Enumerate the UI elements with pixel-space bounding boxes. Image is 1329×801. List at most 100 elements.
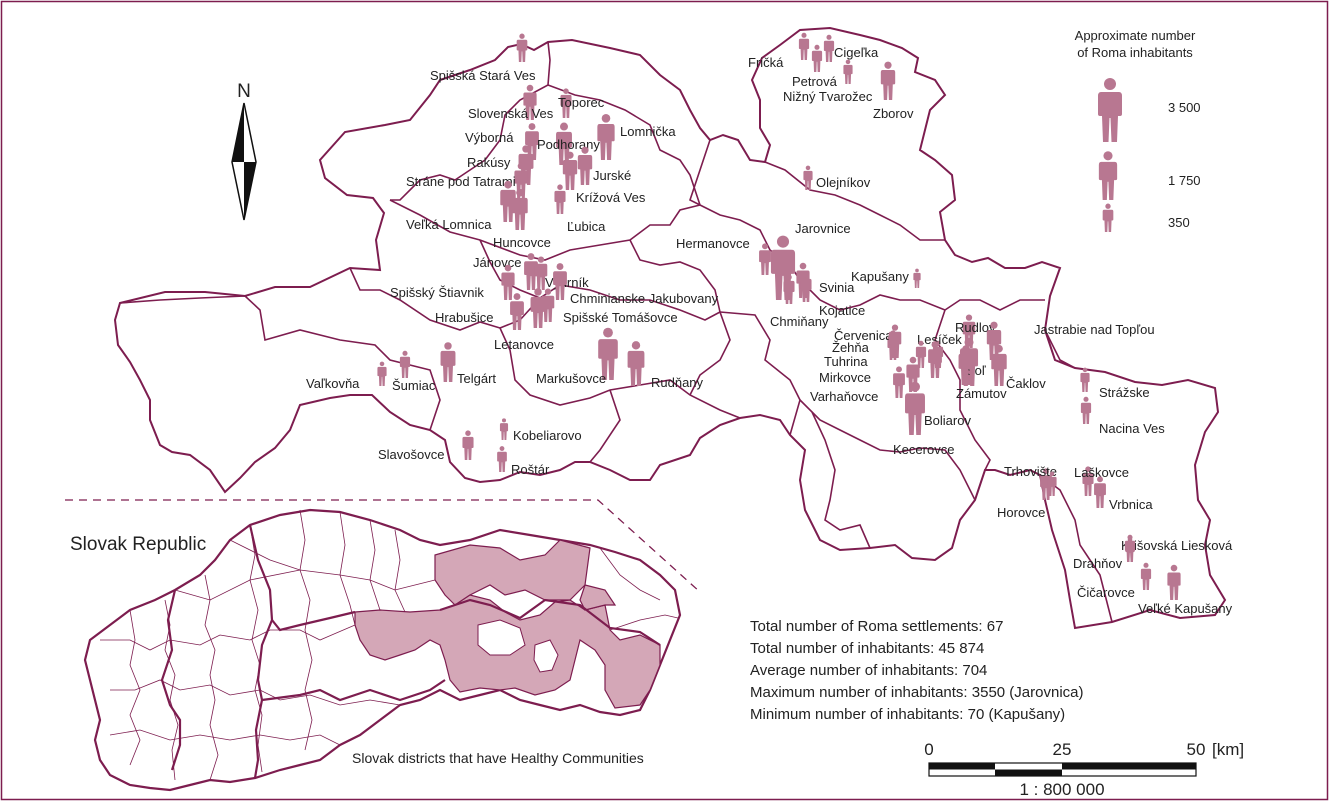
settlement-icon xyxy=(553,263,567,300)
settlement-label: Chminianske Jakubovany xyxy=(570,291,719,306)
settlement-icon xyxy=(798,32,810,60)
settlement-icon xyxy=(888,324,902,358)
settlement-label: Rudňany xyxy=(651,375,704,390)
settlement-label: Telgárt xyxy=(457,371,496,386)
settlement-label: Zámutov xyxy=(956,386,1007,401)
settlement-label: Horovce xyxy=(997,505,1045,520)
settlement-label: Roštár xyxy=(511,462,550,477)
settlement-icon xyxy=(843,59,853,84)
scale-tick-25: 25 xyxy=(1053,740,1072,759)
settlement-label: Chmiňany xyxy=(770,314,829,329)
scale-bar: 0 25 50 [km] 1 : 800 000 xyxy=(924,740,1244,799)
scale-tick-0: 0 xyxy=(924,740,933,759)
settlement-label: Nižný Tvarožec xyxy=(783,89,873,104)
settlement-icon xyxy=(915,340,927,368)
legend-label-3500: 3 500 xyxy=(1168,100,1201,115)
settlement-icon xyxy=(516,33,528,62)
settlement-label: Jarovnice xyxy=(795,221,851,236)
settlement-icon xyxy=(598,327,618,380)
settlement-icon xyxy=(811,44,823,72)
district-boundaries xyxy=(119,41,1113,623)
settlement-icon xyxy=(783,274,795,304)
settlement-label: Veľké Kapušany xyxy=(1138,601,1233,616)
settlement-label: Žehňa xyxy=(832,340,870,355)
settlement-icon xyxy=(1082,466,1094,496)
settlement-icon xyxy=(803,165,813,190)
settlement-label: Šumiac xyxy=(392,378,436,393)
settlement-label: Nacina Ves xyxy=(1099,421,1165,436)
settlement-label: Laškovce xyxy=(1074,465,1129,480)
settlement-icon xyxy=(524,253,538,290)
settlement-icon xyxy=(562,151,578,190)
settlement-icon xyxy=(597,113,615,160)
settlement-label: Jastrabie nad Topľou xyxy=(1034,322,1155,337)
settlement-icon xyxy=(577,146,593,185)
settlement-icon xyxy=(1124,534,1136,562)
settlement-label: Krišovská Liesková xyxy=(1121,538,1233,553)
settlement-icon xyxy=(893,366,905,398)
settlement-icon xyxy=(1080,396,1092,424)
legend-label-350: 350 xyxy=(1168,215,1190,230)
settlement-label: Kecerovce xyxy=(893,442,954,457)
settlement-label: Svinia xyxy=(819,280,855,295)
settlement-icon xyxy=(905,381,925,435)
settlement-label: Čaklov xyxy=(1006,376,1046,391)
settlement-label: Veľká Lomnica xyxy=(406,217,492,232)
statistics-block: Total number of Roma settlements: 67 Tot… xyxy=(750,618,1084,723)
scale-unit: [km] xyxy=(1212,740,1244,759)
settlement-icon xyxy=(510,293,524,330)
settlement-label: Fričká xyxy=(748,55,784,70)
settlement-label: Rudlov xyxy=(955,320,996,335)
settlement-icon xyxy=(880,61,896,101)
settlement-icon xyxy=(1047,471,1057,496)
settlement-icon xyxy=(759,243,771,275)
settlement-label: Boliarov xyxy=(924,413,971,428)
legend-person-icon-small xyxy=(1102,203,1114,232)
settlement-label: Hermanovce xyxy=(676,236,750,251)
slovakia-outline xyxy=(83,508,682,792)
legend-title-line2: of Roma inhabitants xyxy=(1077,45,1193,60)
settlement-label: Markušovce xyxy=(536,371,606,386)
settlement-icon xyxy=(499,418,509,440)
settlement-label: Kapušany xyxy=(851,269,909,284)
settlement-label: Kobeliarovo xyxy=(513,428,582,443)
settlement-icon xyxy=(500,180,516,222)
settlement-label: Hrabušice xyxy=(435,310,494,325)
settlement-icon xyxy=(823,34,835,62)
settlement-label: Spišské Tomášovce xyxy=(563,310,678,325)
legend-icons xyxy=(1098,78,1122,232)
settlement-label: Podhorany xyxy=(537,137,600,152)
stat-minimum: Minimum number of inhabitants: 70 (Kapuš… xyxy=(750,706,1065,723)
settlement-label: Čičarovce xyxy=(1077,585,1135,600)
legend-label-1750: 1 750 xyxy=(1168,173,1201,188)
settlement-icon xyxy=(913,268,921,288)
inset-separator xyxy=(65,499,701,593)
settlement-icon xyxy=(512,188,528,230)
settlement-icon xyxy=(1140,562,1152,590)
settlement-label: Stráne pod Tatrami xyxy=(406,174,516,189)
compass-label: N xyxy=(237,81,251,102)
settlement-label: Spišská Stará Ves xyxy=(430,68,536,83)
inset-title: Slovak Republic xyxy=(70,534,206,555)
region-outline xyxy=(113,26,1227,630)
settlement-label: Toporec xyxy=(558,95,605,110)
settlement-label: Strážske xyxy=(1099,385,1150,400)
stat-maximum: Maximum number of inhabitants: 3550 (Jar… xyxy=(750,684,1084,701)
settlement-icon xyxy=(399,350,411,378)
settlement-icon xyxy=(440,342,456,382)
settlement-label: Vydrník xyxy=(545,275,589,290)
settlement-icon xyxy=(530,288,546,328)
settlement-label: Drahňov xyxy=(1073,556,1123,571)
settlement-label: Mirkovce xyxy=(819,370,871,385)
settlement-label: Kojatice xyxy=(819,303,865,318)
settlement-label: Lesíček xyxy=(917,332,962,347)
scale-tick-50: 50 xyxy=(1187,740,1206,759)
settlement-icon xyxy=(1167,564,1181,600)
settlement-icon xyxy=(462,430,474,460)
settlement-icon xyxy=(928,341,942,378)
stat-average: Average number of inhabitants: 704 xyxy=(750,662,987,679)
settlement-label: Jurské xyxy=(593,168,631,183)
legend-title-line1: Approximate number xyxy=(1075,28,1196,43)
